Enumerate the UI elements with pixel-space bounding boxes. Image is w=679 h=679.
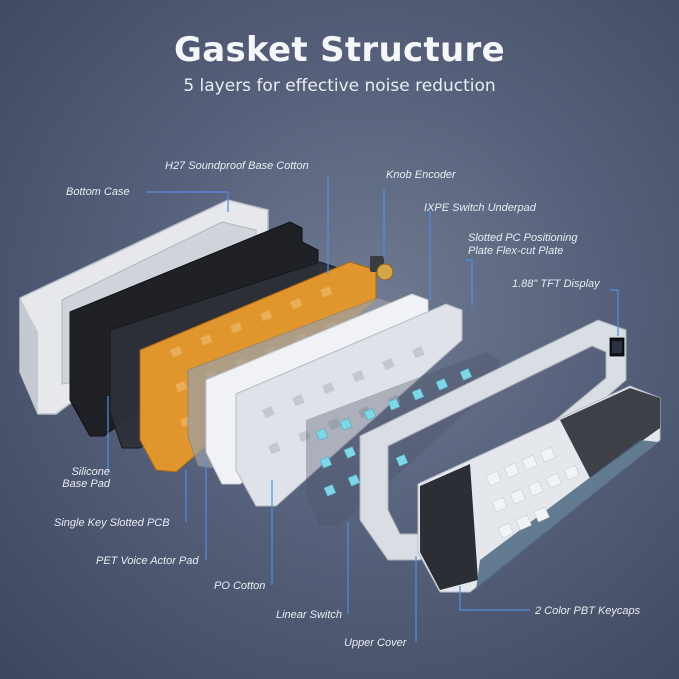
callout-plate: [466, 259, 473, 306]
label-pet: PET Voice Actor Pad: [96, 555, 199, 567]
callout-keycaps: [459, 586, 530, 611]
knob-icon: [370, 256, 394, 281]
label-pcb: Single Key Slotted PCB: [54, 517, 170, 529]
label-upper-cover: Upper Cover: [344, 637, 407, 649]
label-bottom-case: Bottom Case: [66, 186, 130, 198]
label-silicone-line1: Silicone: [71, 466, 110, 478]
keycaps-layer: [417, 385, 661, 593]
page-subtitle: 5 layers for effective noise reduction: [183, 76, 496, 96]
label-plate-line2: Plate Flex-cut Plate: [468, 245, 564, 257]
label-silicone-line2: Base Pad: [62, 478, 110, 490]
label-ixpe: IXPE Switch Underpad: [424, 202, 536, 214]
page-title: Gasket Structure: [174, 30, 505, 70]
tft-display-icon: [609, 337, 625, 357]
callout-bottom-case: [146, 191, 229, 212]
callout-lines: [107, 176, 619, 642]
label-linear-switch: Linear Switch: [276, 609, 343, 621]
label-keycaps: 2 Color PBT Keycaps: [535, 605, 641, 617]
label-h27-cotton: H27 Soundproof Base Cotton: [165, 160, 309, 172]
label-tft: 1.88" TFT Display: [512, 278, 600, 290]
label-knob-encoder: Knob Encoder: [386, 169, 456, 181]
label-plate-line1: Slotted PC Positioning: [468, 232, 578, 244]
keycap-grid: [485, 446, 580, 539]
callout-tft: [610, 289, 619, 336]
label-po-cotton: PO Cotton: [214, 580, 266, 592]
